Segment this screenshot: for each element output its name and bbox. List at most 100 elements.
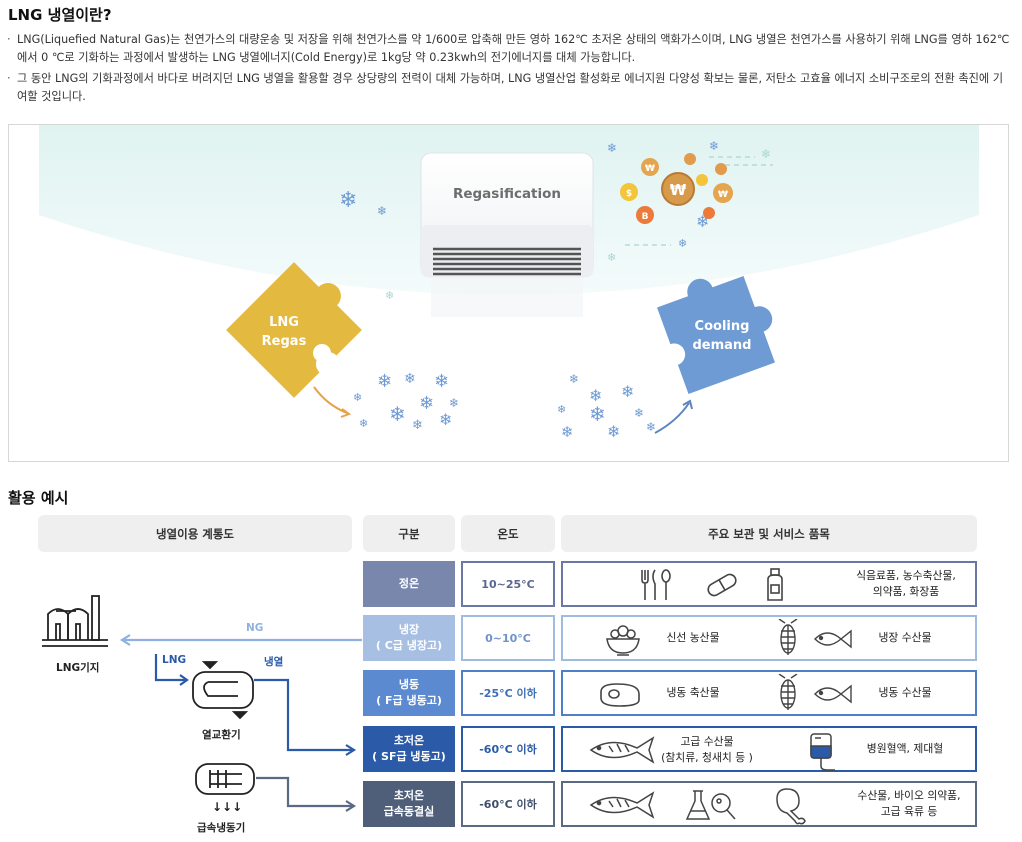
heat-exchanger-label: 열교환기 — [202, 729, 241, 741]
svg-text:❄: ❄ — [449, 396, 459, 410]
utensils-icon — [641, 569, 671, 600]
svg-text:B: B — [642, 212, 649, 222]
lng-label: LNG — [162, 654, 187, 666]
meat-icon — [600, 683, 640, 707]
lng-base-label: LNG기지 — [56, 662, 100, 674]
regas-arrow — [313, 386, 348, 414]
svg-text:❄: ❄ — [607, 422, 620, 441]
items-cell: 수산물, 바이오 의약품,고급 육류 등 — [561, 781, 977, 827]
chicken-leg-icon — [776, 788, 806, 825]
svg-text:❄: ❄ — [377, 204, 387, 218]
svg-text:❄: ❄ — [389, 402, 406, 426]
items-text: 신선 농산물 — [666, 631, 720, 644]
svg-text:₩: ₩ — [718, 190, 728, 200]
cold-energy-flow-diagram — [42, 595, 362, 812]
items-cell: 신선 농산물 냉장 수산물 — [561, 615, 977, 661]
ng-label: NG — [246, 622, 264, 634]
coins-icon: ₩ ₩ $ B ₩ — [620, 153, 733, 224]
svg-text:❄: ❄ — [569, 372, 579, 386]
items-cell: 고급 수산물(참치류, 청새치 등 ) 병원혈액, 제대혈 — [561, 726, 977, 772]
intro-bullet-2: 그 동안 LNG의 기화과정에서 바다로 버려지던 LNG 냉열을 활용할 경우… — [6, 70, 1011, 106]
header-diagram: 냉열이용 계통도 — [38, 515, 352, 552]
cosmetic-bottle-icon — [767, 568, 783, 601]
downward-arrows: ↓↓↓ — [212, 800, 243, 814]
page-title: LNG 냉열이란? — [8, 6, 112, 24]
svg-text:❄: ❄ — [696, 212, 709, 231]
lng-flow-line — [154, 654, 186, 682]
svg-text:❄: ❄ — [678, 237, 687, 250]
cooling-demand-puzzle — [657, 276, 775, 394]
svg-text:$: $ — [626, 189, 632, 199]
items-text: 병원혈액, 제대혈 — [866, 742, 944, 755]
seafood-icon — [778, 619, 852, 655]
svg-text:❄: ❄ — [557, 403, 566, 416]
hero-graphic: ₩ ₩ $ B ₩ ❄ ❄ ❄ ❄ ❄ ❄ ❄ — [39, 125, 979, 441]
svg-text:❄: ❄ — [589, 402, 606, 426]
usage-title: 활용 예시 — [8, 489, 69, 507]
temperature-cell: -60°C 이하 — [461, 781, 555, 827]
svg-text:❄: ❄ — [761, 147, 771, 161]
quick-freezer-icon — [195, 763, 255, 795]
items-text: 고급 수산물(참치류, 청새치 등 ) — [661, 735, 753, 764]
header-items: 주요 보관 및 서비스 품목 — [561, 515, 977, 552]
regasification-unit — [420, 152, 594, 317]
svg-text:❄: ❄ — [561, 423, 574, 441]
items-text: 수산물, 바이오 의약품,고급 육류 등 — [857, 789, 961, 818]
cooling-arrow — [654, 402, 690, 434]
svg-text:❄: ❄ — [419, 393, 434, 414]
blood-bag-icon — [810, 733, 835, 771]
svg-text:❄: ❄ — [646, 420, 656, 434]
lab-flask-icon — [685, 790, 736, 820]
svg-text:❄: ❄ — [385, 289, 394, 302]
items-text: 냉동 수산물 — [878, 686, 932, 699]
fish-icon — [589, 791, 655, 819]
svg-text:₩: ₩ — [670, 181, 687, 199]
category-cell: 냉장( C급 냉장고) — [363, 615, 455, 661]
svg-text:❄: ❄ — [634, 406, 644, 420]
temperature-cell: 10~25°C — [461, 561, 555, 607]
quick-freezer-label: 급속냉동기 — [197, 822, 246, 834]
items-text: 냉장 수산물 — [878, 631, 932, 644]
tuna-icon — [589, 736, 655, 764]
svg-text:₩: ₩ — [645, 164, 655, 174]
svg-text:❄: ❄ — [359, 417, 368, 430]
svg-text:❄: ❄ — [709, 139, 719, 153]
svg-text:❄: ❄ — [412, 418, 423, 433]
items-cell: 냉동 축산물 냉동 수산물 — [561, 670, 977, 716]
svg-text:❄: ❄ — [339, 188, 357, 213]
svg-text:❄: ❄ — [589, 386, 602, 405]
category-cell: 초저온( SF급 냉동고) — [363, 726, 455, 772]
regasification-label: Regasification — [452, 186, 562, 202]
hero-illustration: ₩ ₩ $ B ₩ ❄ ❄ ❄ ❄ ❄ ❄ ❄ — [8, 124, 1009, 462]
pill-icon — [707, 573, 737, 597]
intro-bullet-1: LNG(Liquefied Natural Gas)는 천연가스의 대량운송 및… — [6, 31, 1011, 67]
svg-text:❄: ❄ — [607, 251, 616, 264]
temperature-cell: 0~10°C — [461, 615, 555, 661]
heat-exchanger-icon — [192, 661, 254, 720]
cold-heat-flow-line — [254, 678, 352, 752]
svg-text:❄: ❄ — [353, 391, 362, 404]
seafood-icon — [778, 674, 852, 710]
svg-text:❄: ❄ — [377, 371, 392, 392]
temperature-cell: -60°C 이하 — [461, 726, 555, 772]
svg-text:❄: ❄ — [434, 371, 449, 392]
svg-text:❄: ❄ — [607, 141, 617, 155]
svg-text:❄: ❄ — [404, 371, 416, 387]
items-text: 냉동 축산물 — [666, 686, 720, 699]
snowflake-icons: ❄ ❄ ❄ ❄ ❄ ❄ ❄ ❄ ❄ ❄ ❄ ❄ ❄ ❄ ❄ ❄ ❄ ❄ ❄ ❄ … — [339, 139, 771, 441]
lng-base-icon — [42, 595, 108, 647]
cold-heat-label: 냉열 — [264, 656, 284, 668]
category-cell: 정온 — [363, 561, 455, 607]
svg-text:❄: ❄ — [621, 382, 634, 401]
temperature-cell: -25°C 이하 — [461, 670, 555, 716]
svg-text:❄: ❄ — [439, 410, 452, 429]
items-cell: 식음료품, 농수축산물,의약품, 화장품 — [561, 561, 977, 607]
items-text: 식음료품, 농수축산물,의약품, 화장품 — [856, 569, 956, 598]
intro-bullets: LNG(Liquefied Natural Gas)는 천연가스의 대량운송 및… — [6, 31, 1011, 109]
vegetable-bowl-icon — [606, 625, 640, 656]
quick-freeze-flow-line — [256, 776, 352, 808]
header-category: 구분 — [363, 515, 455, 552]
